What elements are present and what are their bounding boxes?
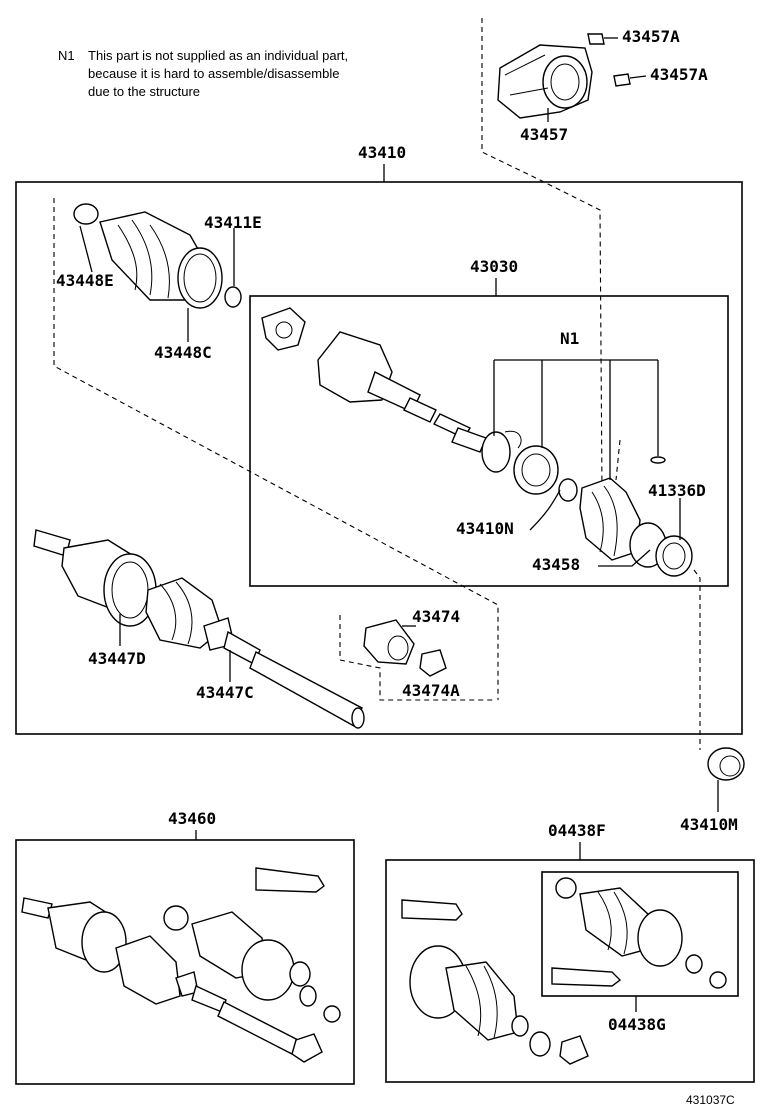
note-marker: N1 [58,48,75,63]
figure-code: 431037C [686,1093,735,1107]
label-N1: N1 [560,329,579,348]
label-43447C: 43447C [196,683,254,702]
kit-43460-parts [21,867,341,1063]
label-43457A-top: 43457A [622,27,680,46]
dashed-guide-bracket [481,18,603,491]
label-04438G: 04438G [608,1015,666,1034]
note-line-1: This part is not supplied as an individu… [88,48,348,63]
label-04438F: 04438F [548,821,606,840]
boot-43448C [73,203,242,309]
dashed-guide-left [53,198,499,700]
label-43474A: 43474A [402,681,460,700]
damper-43474 [363,619,447,677]
label-43460: 43460 [168,809,216,828]
note-line-2: because it is hard to assemble/disassemb… [88,66,339,81]
label-43448E: 43448E [56,271,114,290]
label-43457A-lower: 43457A [650,65,708,84]
assembly-box-43410 [15,181,743,735]
label-43411E: 43411E [204,213,262,232]
assembly-box-43460 [15,839,355,1085]
kit-04438F-parts [401,899,589,1065]
label-43458: 43458 [532,555,580,574]
outer-joint-shaft [33,529,365,729]
dashed-box-43474 [339,615,496,701]
note-line-3: due to the structure [88,84,200,99]
assembly-box-04438F [385,859,755,1083]
label-43030: 43030 [470,257,518,276]
label-43457: 43457 [520,125,568,144]
dashed-guide-43410M [693,569,701,750]
inner-joint-43030 [261,307,693,577]
label-41336D: 41336D [648,481,706,500]
label-43474: 43474 [412,607,460,626]
assembly-box-04438G [541,871,739,997]
label-43410M: 43410M [680,815,738,834]
kit-04438G-parts [551,877,727,989]
label-43410: 43410 [358,143,406,162]
label-43447D: 43447D [88,649,146,668]
note-n1: N1 This part is not supplied as an indiv… [58,48,348,99]
assembly-box-43030 [249,295,729,587]
seal-43410M [707,747,745,781]
label-43410N: 43410N [456,519,514,538]
bracket-43457 [497,33,647,122]
label-43448C: 43448C [154,343,212,362]
